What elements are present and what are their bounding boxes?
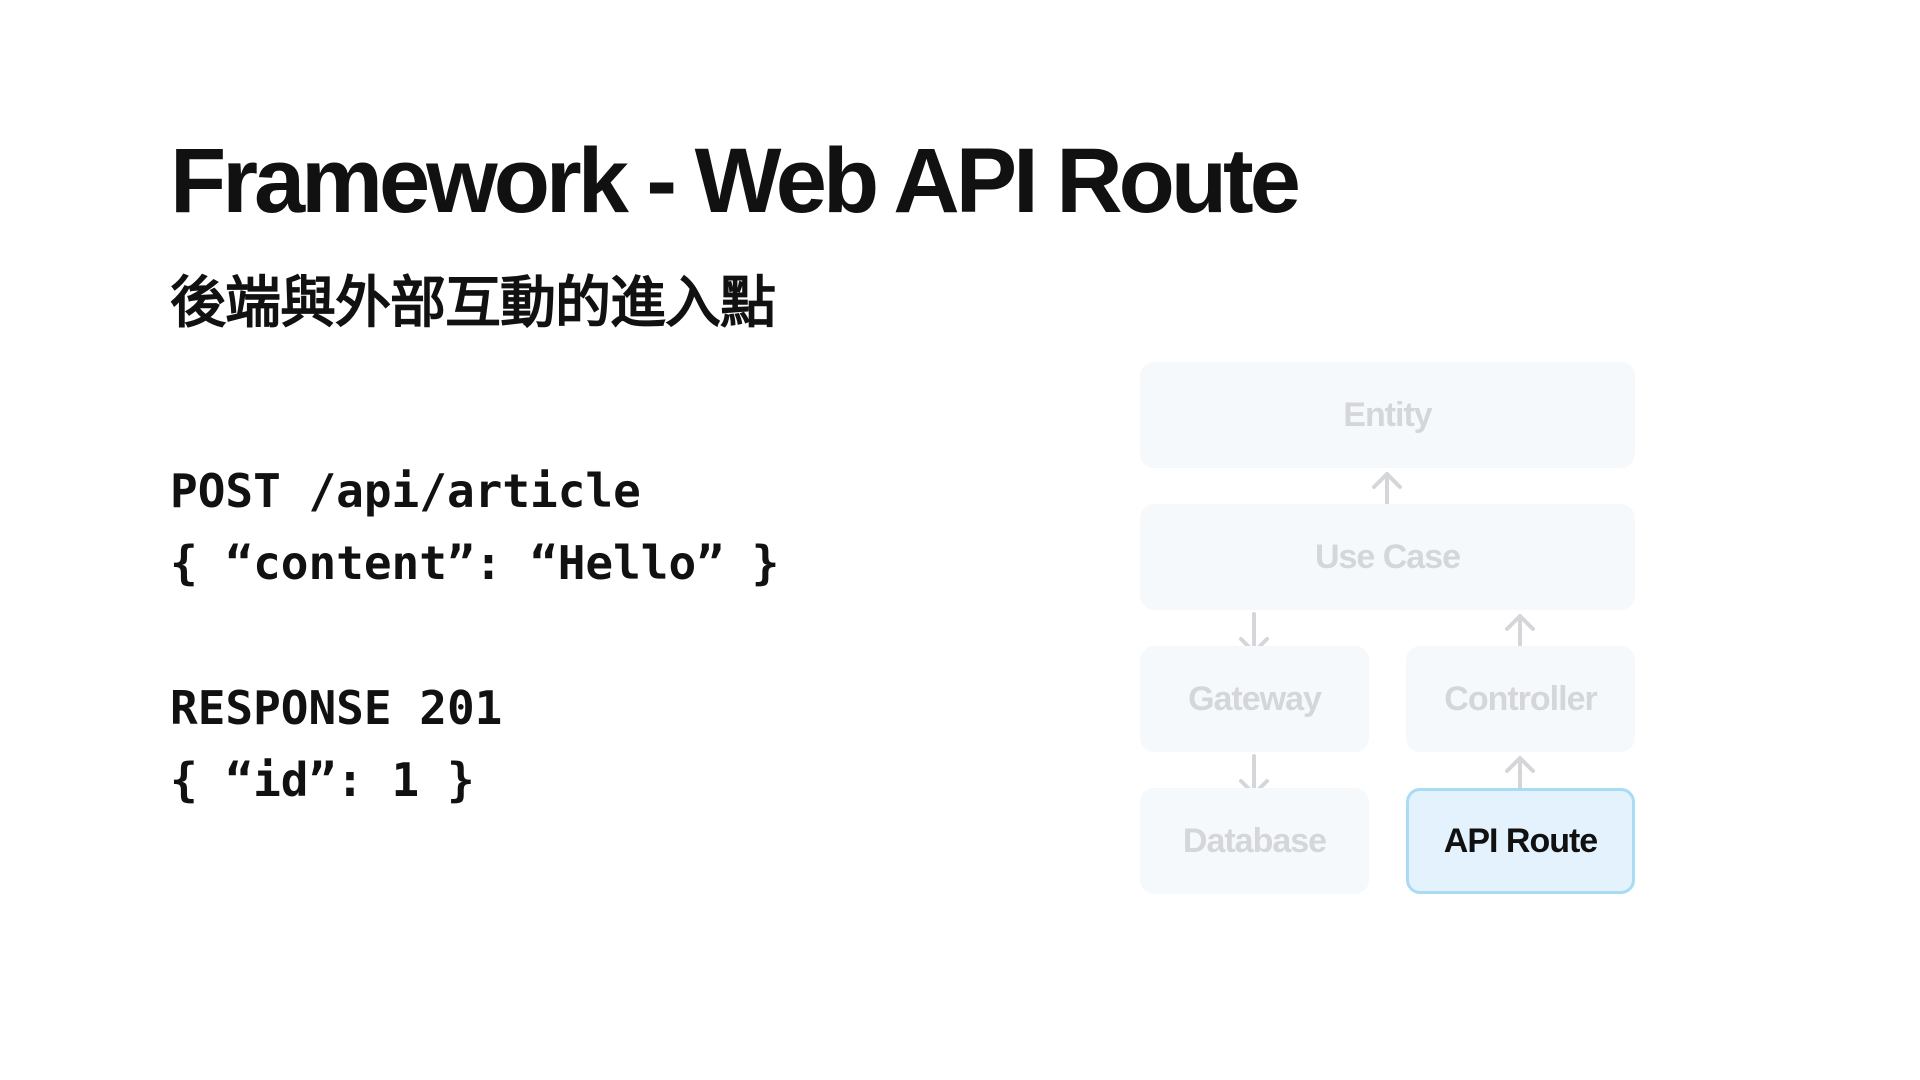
node-database: Database [1140, 788, 1369, 894]
node-api-route: API Route [1406, 788, 1635, 894]
node-entity: Entity [1140, 362, 1635, 468]
request-body: { “content”: “Hello” } [170, 536, 780, 590]
response-body: { “id”: 1 } [170, 753, 475, 807]
node-controller: Controller [1406, 646, 1635, 752]
page-title: Framework - Web API Route [170, 130, 1301, 232]
response-line: RESPONSE 201 [170, 681, 503, 735]
node-gateway: Gateway [1140, 646, 1369, 752]
clean-architecture-diagram: Entity Use Case Gateway Controller Datab… [1140, 362, 1635, 894]
page-subtitle: 後端與外部互動的進入點 [170, 271, 776, 336]
node-use-case: Use Case [1140, 504, 1635, 610]
request-line: POST /api/article [170, 464, 641, 518]
